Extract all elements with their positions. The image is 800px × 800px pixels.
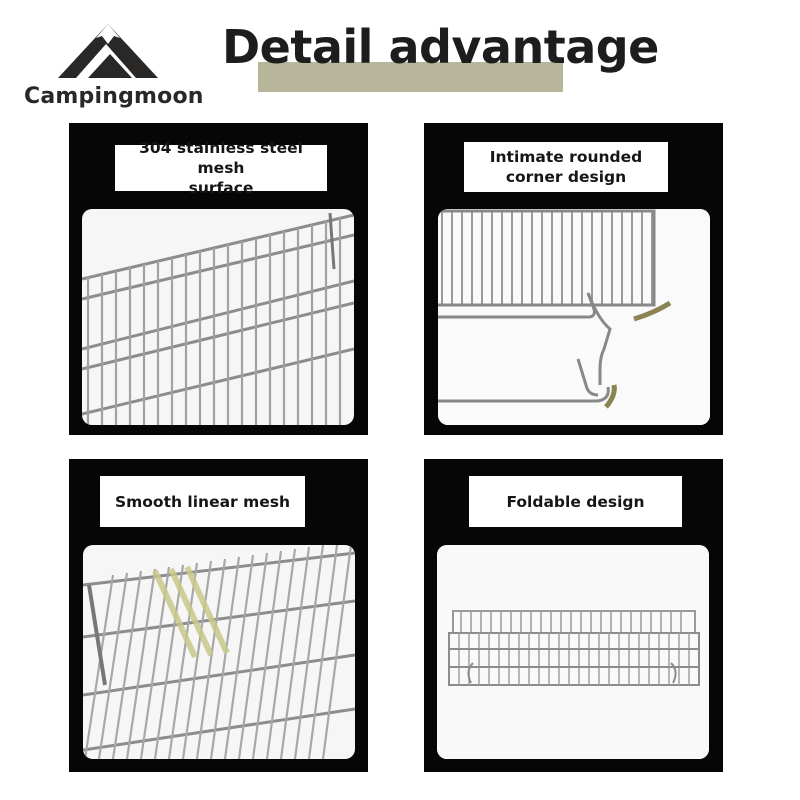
feature-caption: Intimate rounded corner design bbox=[464, 142, 668, 192]
brand-name: Campingmoon bbox=[24, 84, 204, 109]
feature-card: Smooth linear mesh bbox=[69, 459, 368, 772]
feature-card: Intimate rounded corner design bbox=[424, 123, 723, 435]
brand-logo: Campingmoon bbox=[20, 22, 203, 112]
feature-caption: Smooth linear mesh bbox=[100, 476, 305, 527]
feature-card: Foldable design bbox=[424, 459, 723, 772]
linear-mesh-closeup-icon bbox=[83, 545, 355, 759]
mountain-icon bbox=[58, 24, 158, 78]
foldable-grill-icon bbox=[437, 545, 709, 759]
title-underline bbox=[258, 62, 563, 92]
steel-mesh-closeup-icon bbox=[82, 209, 354, 425]
rounded-corner-closeup-icon bbox=[438, 209, 710, 425]
feature-caption: Foldable design bbox=[469, 476, 682, 527]
feature-caption: 304 stainless steel mesh surface bbox=[115, 139, 327, 197]
page-title: Detail advantage bbox=[222, 20, 659, 74]
feature-card: 304 stainless steel mesh surface bbox=[69, 123, 368, 435]
